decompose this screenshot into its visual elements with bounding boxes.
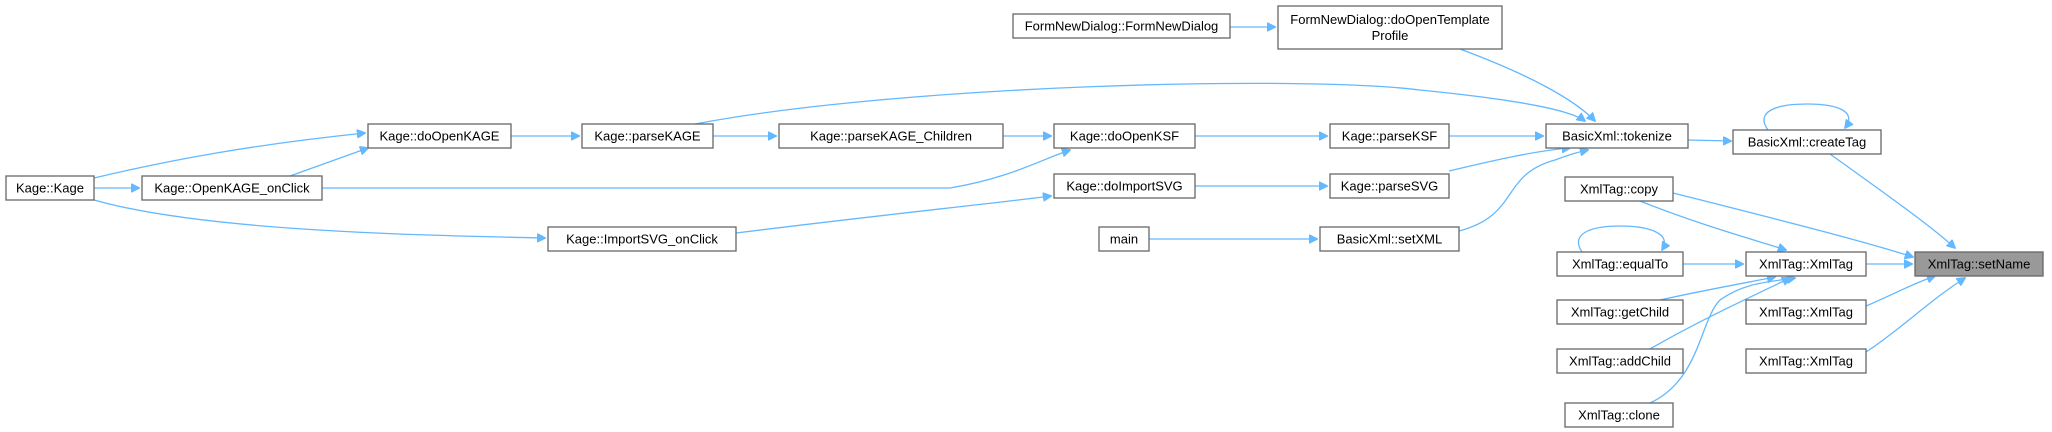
node-box[interactable] <box>367 123 512 149</box>
node-box[interactable] <box>1745 299 1867 325</box>
edge-OpenKAGE_onClick-to-doOpenKAGE <box>289 148 368 177</box>
node-doOpenKSF[interactable]: Kage::doOpenKSF <box>1053 123 1196 149</box>
nodes-layer: XmlTag::setName BasicXml::createTagXmlTag… <box>5 5 2044 428</box>
node-label: XmlTag::XmlTag <box>1759 354 1853 369</box>
node-box[interactable] <box>1545 123 1689 149</box>
node-box[interactable] <box>1914 251 2044 277</box>
edge-parseSVG-to-tokenize <box>1448 148 1570 172</box>
node-box[interactable] <box>1745 251 1867 277</box>
edge-OpenKAGE_onClick-to-doOpenKSF <box>322 150 1070 189</box>
node-clone[interactable]: XmlTag::clone <box>1564 402 1674 428</box>
node-box[interactable] <box>1556 251 1684 277</box>
node-setName[interactable]: XmlTag::setName <box>1914 251 2044 277</box>
node-copy[interactable]: XmlTag::copy <box>1564 176 1674 202</box>
edge-XmlTag3-to-setName <box>1865 278 1965 353</box>
node-label: Kage::parseKAGE_Children <box>810 129 972 144</box>
edge-getChild-to-XmlTag1 <box>1659 277 1775 301</box>
node-XmlTag1[interactable]: XmlTag::XmlTag <box>1745 251 1867 277</box>
node-setXML[interactable]: BasicXml::setXML <box>1319 226 1460 252</box>
node-box[interactable] <box>1745 348 1867 374</box>
node-label: Kage::doOpenKSF <box>1070 129 1179 144</box>
edge-parseKAGE-to-tokenize <box>694 82 1585 125</box>
node-box[interactable] <box>1277 5 1503 50</box>
node-FormNewDialog[interactable]: FormNewDialog::FormNewDialog <box>1012 13 1231 39</box>
node-label: FormNewDialog::FormNewDialog <box>1025 19 1219 34</box>
edge-createTag-to-createTag <box>1763 103 1849 131</box>
node-box[interactable] <box>1098 226 1150 252</box>
node-box[interactable] <box>1564 176 1674 202</box>
node-box[interactable] <box>1329 173 1450 199</box>
edge-Kage-to-ImportSVG_onClick <box>93 199 545 238</box>
node-box[interactable] <box>1564 402 1674 428</box>
edge-setXML-to-tokenize <box>1458 150 1588 232</box>
node-OpenKAGE_onClick[interactable]: Kage::OpenKAGE_onClick <box>141 175 323 201</box>
node-label: Kage::Kage <box>16 181 84 196</box>
node-createTag[interactable]: BasicXml::createTag <box>1732 129 1882 155</box>
node-label: Kage::parseKSF <box>1342 129 1437 144</box>
node-box[interactable] <box>1556 348 1684 374</box>
node-doOpenKAGE[interactable]: Kage::doOpenKAGE <box>367 123 512 149</box>
edge-doOpenTemplateProfile-to-tokenize <box>1459 48 1595 121</box>
node-label: XmlTag::addChild <box>1569 354 1671 369</box>
node-XmlTag3[interactable]: XmlTag::XmlTag <box>1745 348 1867 374</box>
node-label: XmlTag::getChild <box>1571 305 1669 320</box>
node-parseKAGE[interactable]: Kage::parseKAGE <box>581 123 714 149</box>
edge-createTag-to-setName <box>1829 153 1955 248</box>
node-label: XmlTag::clone <box>1578 408 1660 423</box>
node-parseSVG[interactable]: Kage::parseSVG <box>1329 173 1450 199</box>
node-getChild[interactable]: XmlTag::getChild <box>1556 299 1684 325</box>
node-label: XmlTag::XmlTag <box>1759 257 1853 272</box>
node-box[interactable] <box>1053 123 1196 149</box>
node-label: BasicXml::setXML <box>1337 232 1442 247</box>
node-box[interactable] <box>1329 123 1450 149</box>
node-tokenize[interactable]: BasicXml::tokenize <box>1545 123 1689 149</box>
node-label: XmlTag::copy <box>1580 182 1659 197</box>
edge-clone-to-XmlTag1 <box>1649 278 1795 404</box>
edge-copy-to-setName <box>1672 192 1913 257</box>
node-label: main <box>1110 232 1138 247</box>
node-box[interactable] <box>778 123 1004 149</box>
node-label: XmlTag::setName <box>1928 257 2031 272</box>
node-addChild[interactable]: XmlTag::addChild <box>1556 348 1684 374</box>
node-main[interactable]: main <box>1098 226 1150 252</box>
node-label: Kage::doOpenKAGE <box>380 129 500 144</box>
node-box[interactable] <box>581 123 714 149</box>
node-box[interactable] <box>1732 129 1882 155</box>
edge-tokenize-to-createTag <box>1687 140 1731 141</box>
node-XmlTag2[interactable]: XmlTag::XmlTag <box>1745 299 1867 325</box>
node-box[interactable] <box>1319 226 1460 252</box>
edge-addChild-to-XmlTag1 <box>1649 278 1790 350</box>
node-label: Kage::parseKAGE <box>594 129 701 144</box>
node-label: Profile <box>1372 28 1409 43</box>
node-box[interactable] <box>141 175 323 201</box>
node-label: Kage::OpenKAGE_onClick <box>154 181 310 196</box>
node-ImportSVG_onClick[interactable]: Kage::ImportSVG_onClick <box>547 226 737 252</box>
edges-layer <box>93 27 1965 404</box>
node-box[interactable] <box>1556 299 1684 325</box>
edge-Kage-to-doOpenKAGE <box>93 133 365 179</box>
node-doImportSVG[interactable]: Kage::doImportSVG <box>1053 173 1196 199</box>
edge-equalTo-to-equalTo <box>1577 225 1664 253</box>
node-label: FormNewDialog::doOpenTemplate <box>1290 12 1489 27</box>
node-label: Kage::parseSVG <box>1341 179 1439 194</box>
node-box[interactable] <box>1012 13 1231 39</box>
node-equalTo[interactable]: XmlTag::equalTo <box>1556 251 1684 277</box>
node-label: Kage::doImportSVG <box>1066 179 1182 194</box>
edge-XmlTag2-to-setName <box>1865 276 1935 307</box>
node-box[interactable] <box>1053 173 1196 199</box>
edge-ImportSVG_onClick-to-doImportSVG <box>735 196 1051 234</box>
node-box[interactable] <box>547 226 737 252</box>
node-label: XmlTag::equalTo <box>1572 257 1668 272</box>
node-Kage[interactable]: Kage::Kage <box>5 175 95 201</box>
node-label: XmlTag::XmlTag <box>1759 305 1853 320</box>
node-label: BasicXml::createTag <box>1748 135 1867 150</box>
node-parseKAGE_Children[interactable]: Kage::parseKAGE_Children <box>778 123 1004 149</box>
edge-copy-to-XmlTag1 <box>1639 200 1786 250</box>
node-label: BasicXml::tokenize <box>1562 129 1672 144</box>
node-label: Kage::ImportSVG_onClick <box>566 232 718 247</box>
node-box[interactable] <box>5 175 95 201</box>
node-parseKSF[interactable]: Kage::parseKSF <box>1329 123 1450 149</box>
